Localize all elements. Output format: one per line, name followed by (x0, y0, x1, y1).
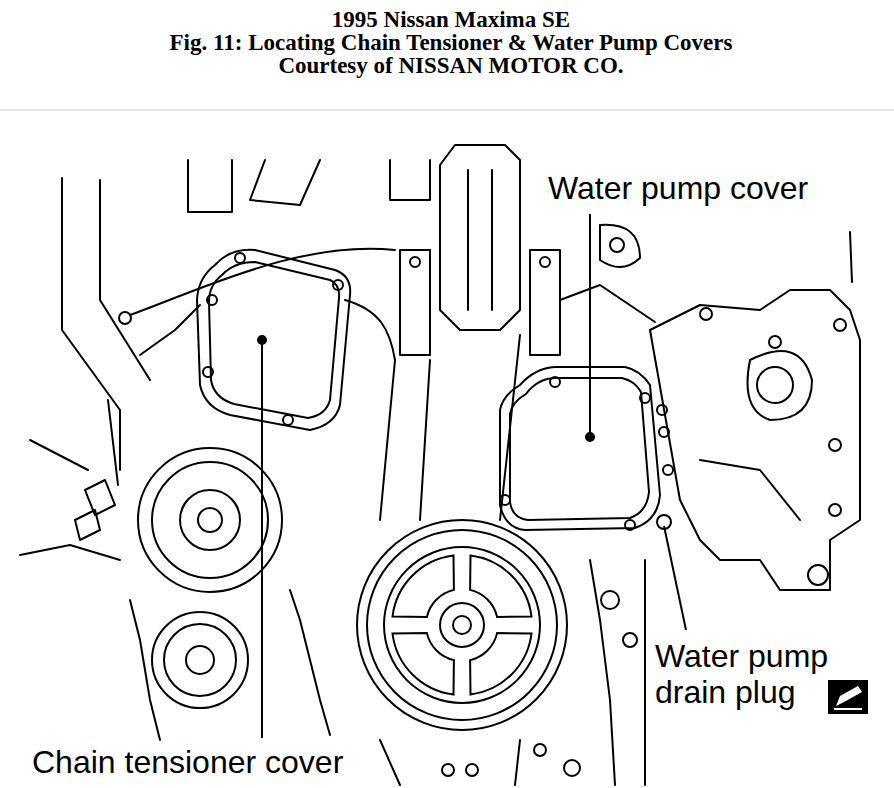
engine-outline (203, 367, 213, 377)
engine-outline (834, 319, 846, 331)
water-pump-pulley (384, 547, 540, 703)
engine-outline (700, 308, 712, 320)
engine-outline (829, 504, 841, 516)
water-pump-pulley (367, 530, 557, 720)
header-rule (0, 110, 894, 111)
engine-outline (140, 305, 200, 355)
crank-pulley (152, 612, 248, 708)
engine-outline (345, 300, 395, 520)
part-label: Chain tensioner cover (32, 744, 343, 780)
engine-outline (757, 367, 793, 403)
engine-outline (400, 250, 430, 355)
engine-outline (600, 225, 640, 267)
engine-outline (530, 250, 560, 355)
engine-outline (510, 378, 649, 520)
crank-pulley (186, 646, 214, 674)
engine-outline (30, 440, 88, 470)
engine-outline (500, 495, 510, 505)
engine-outline (442, 764, 454, 776)
engine-outline (380, 740, 520, 785)
engine-outline (748, 351, 813, 420)
engine-outline (333, 280, 343, 290)
engine-outline (700, 460, 800, 520)
note-icon (828, 680, 868, 714)
engine-outline (119, 312, 131, 324)
note-icon (828, 680, 868, 714)
leader-line (664, 526, 686, 630)
engine-outline (75, 510, 100, 540)
engine-outline (440, 145, 520, 330)
note-icon (834, 708, 862, 710)
crank-pulley (164, 624, 236, 696)
note-icon (836, 686, 862, 706)
engine-outline (207, 295, 217, 305)
engine-outline (650, 290, 860, 590)
water-pump-pulley (470, 556, 531, 617)
idler-pulley (198, 508, 222, 532)
engine-outline (808, 565, 828, 585)
figure-title: 1995 Nissan Maxima SE (4, 8, 894, 31)
engine-outline (560, 285, 655, 322)
water-pump-pulley (357, 520, 567, 730)
engine-outline (540, 257, 550, 267)
idler-pulley (152, 462, 268, 578)
engine-outline (209, 262, 339, 418)
engine-outline (769, 336, 781, 348)
engine-outline (534, 744, 546, 756)
engine-outline (130, 249, 395, 315)
water-pump-pulley (393, 633, 454, 694)
idler-pulley (180, 490, 240, 550)
part-label: Water pump cover (548, 170, 808, 206)
idler-pulley (138, 448, 282, 592)
engine-outline (601, 591, 619, 609)
engine-outline (468, 170, 492, 310)
water-pump-pulley (453, 616, 471, 634)
engine-outline (640, 393, 650, 403)
engine-outline (550, 377, 560, 387)
credit-line: Courtesy of NISSAN MOTOR CO. (4, 54, 894, 77)
engine-outline (20, 545, 120, 560)
engine-outline (235, 253, 245, 263)
engine-outline (623, 633, 637, 647)
engine-outline (663, 465, 673, 475)
water-pump-pulley (470, 633, 531, 694)
leader-line (258, 214, 686, 738)
engine-outline (610, 238, 624, 252)
leader-line (589, 214, 591, 437)
engine-outline (850, 232, 852, 282)
engine-outline (100, 180, 150, 380)
engine-outline (188, 160, 232, 212)
engine-outline (283, 415, 293, 425)
engine-outline (250, 160, 320, 205)
engine-outline (829, 439, 841, 451)
water-pump-pulley (357, 520, 567, 730)
engine-outline (85, 480, 115, 515)
engine-outline (410, 257, 420, 267)
leader-line (258, 336, 266, 344)
engine-outline (197, 250, 350, 430)
engine-outline (625, 520, 635, 530)
engine-outline (20, 145, 860, 785)
engine-outline (564, 760, 580, 776)
leader-line (261, 340, 263, 738)
engine-outline (290, 590, 330, 735)
water-pump-pulley (440, 603, 484, 647)
engine-outline (420, 335, 520, 520)
water-pump-pulley (393, 556, 454, 617)
engine-outline (466, 764, 478, 776)
idler-pulley (138, 448, 282, 592)
leader-line (586, 433, 594, 441)
figure-caption: Fig. 11: Locating Chain Tensioner & Wate… (4, 31, 894, 54)
engine-outline (644, 560, 646, 785)
engine-outline (500, 367, 660, 530)
engine-outline (108, 400, 118, 485)
crank-pulley (152, 612, 248, 708)
engine-outline (390, 160, 430, 200)
part-label: Water pump drain plug (655, 638, 845, 710)
